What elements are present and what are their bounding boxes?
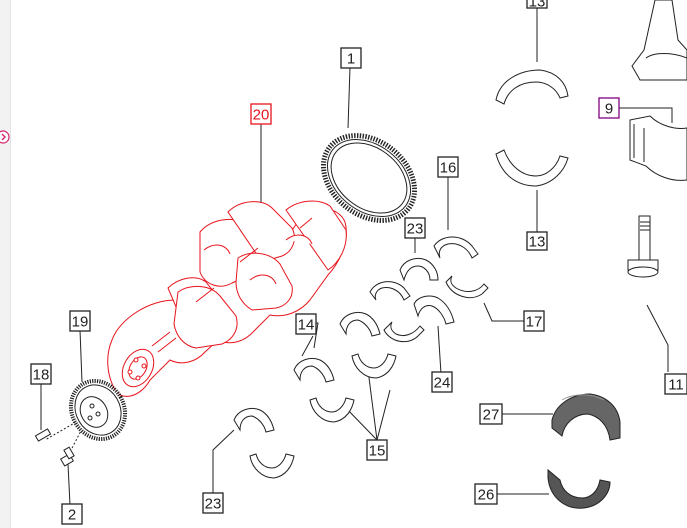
callout-box — [404, 217, 426, 239]
callout-box — [202, 492, 224, 514]
part-bearing-shell-14-a[interactable] — [339, 311, 381, 337]
callout-18[interactable]: 18 — [30, 363, 52, 385]
callout-label: 2 — [68, 507, 76, 524]
bearing-shells — [233, 69, 569, 479]
part-rod-bolt[interactable] — [627, 215, 659, 278]
part-connecting-rod[interactable] — [631, 0, 687, 81]
callout-23[interactable]: 23 — [404, 217, 426, 239]
callout-label: 16 — [440, 160, 457, 177]
callout-label: 23 — [407, 221, 424, 238]
callout-9[interactable]: 9 — [598, 97, 620, 119]
callout-17[interactable]: 17 — [523, 310, 545, 332]
callout-1[interactable]: 1 — [340, 47, 362, 69]
callout-11[interactable]: 11 — [664, 373, 687, 395]
callout-label: 9 — [605, 101, 613, 118]
part-bearing-shell-26[interactable] — [547, 468, 611, 509]
callout-box — [69, 310, 91, 332]
callout-box — [664, 373, 687, 395]
part-crankshaft[interactable] — [107, 200, 347, 397]
part-thrust-washer-b[interactable] — [383, 321, 425, 343]
leader-lines — [40, 8, 673, 506]
left-panel-edge — [0, 0, 11, 528]
callout-box — [366, 439, 388, 461]
part-bearing-shell-15-b[interactable] — [309, 397, 355, 423]
callout-2[interactable]: 2 — [61, 503, 83, 525]
part-thrust-washer-16[interactable] — [433, 236, 479, 259]
callout-label: 17 — [526, 314, 543, 331]
callout-label: 13 — [529, 234, 546, 251]
part-timing-gear[interactable] — [60, 371, 135, 449]
part-bearing-shell-bottom[interactable] — [249, 453, 295, 479]
part-bearing-shell-15-a[interactable] — [351, 353, 397, 379]
callout-label: 24 — [434, 375, 451, 392]
callout-box — [479, 403, 503, 425]
callout-label: 26 — [478, 487, 495, 504]
callout-label: 13 — [529, 0, 546, 11]
part-ring-gear[interactable] — [307, 118, 431, 238]
part-thrust-washer-17[interactable] — [445, 275, 489, 298]
callout-15[interactable]: 15 — [366, 439, 388, 461]
part-bearing-shell-13-lower[interactable] — [495, 149, 569, 187]
callout-23[interactable]: 23 — [202, 492, 224, 514]
callout-box — [598, 97, 620, 119]
callout-box — [30, 363, 52, 385]
callout-20[interactable]: 20 — [250, 103, 272, 125]
callout-27[interactable]: 27 — [479, 403, 503, 425]
part-bearing-shell-14-b[interactable] — [293, 357, 335, 383]
part-bearing-shell-23-small[interactable] — [399, 257, 439, 282]
callout-box — [523, 310, 545, 332]
callout-label: 15 — [369, 443, 386, 460]
callout-label: 18 — [33, 367, 50, 384]
callout-16[interactable]: 16 — [437, 156, 459, 178]
callout-24[interactable]: 24 — [431, 371, 453, 393]
part-bearing-shell-27[interactable] — [551, 393, 621, 441]
callout-label: 19 — [72, 314, 89, 331]
part-dowel-pin[interactable] — [34, 428, 52, 442]
callout-box — [437, 156, 459, 178]
callout-label: 27 — [483, 407, 500, 424]
callout-box — [526, 0, 548, 9]
callout-label: 14 — [298, 317, 315, 334]
callout-label: 20 — [253, 107, 270, 124]
callout-14[interactable]: 14 — [295, 313, 317, 335]
callout-box — [250, 103, 272, 125]
part-bearing-shell-23-bottom[interactable] — [233, 407, 275, 433]
callout-13[interactable]: 13 — [526, 231, 548, 251]
callout-box — [526, 231, 548, 251]
callout-label: 23 — [205, 496, 222, 513]
callout-19[interactable]: 19 — [69, 310, 91, 332]
part-bearing-shell-13-upper[interactable] — [495, 69, 569, 105]
part-thrust-washer-a[interactable] — [369, 281, 411, 301]
callout-box — [474, 483, 498, 505]
callout-13[interactable]: 13 — [526, 0, 548, 11]
callout-label: 1 — [347, 51, 355, 68]
callout-box — [61, 503, 83, 525]
callout-box — [340, 47, 362, 69]
callout-box — [431, 371, 453, 393]
callout-label: 11 — [668, 377, 684, 394]
part-bolt[interactable] — [59, 446, 75, 467]
callout-box — [295, 313, 317, 335]
part-bearing-shell-24[interactable] — [413, 295, 455, 325]
callout-26[interactable]: 26 — [474, 483, 498, 505]
expand-panel-arrow-icon[interactable] — [0, 130, 10, 144]
part-connecting-rod-cap[interactable] — [629, 115, 687, 181]
